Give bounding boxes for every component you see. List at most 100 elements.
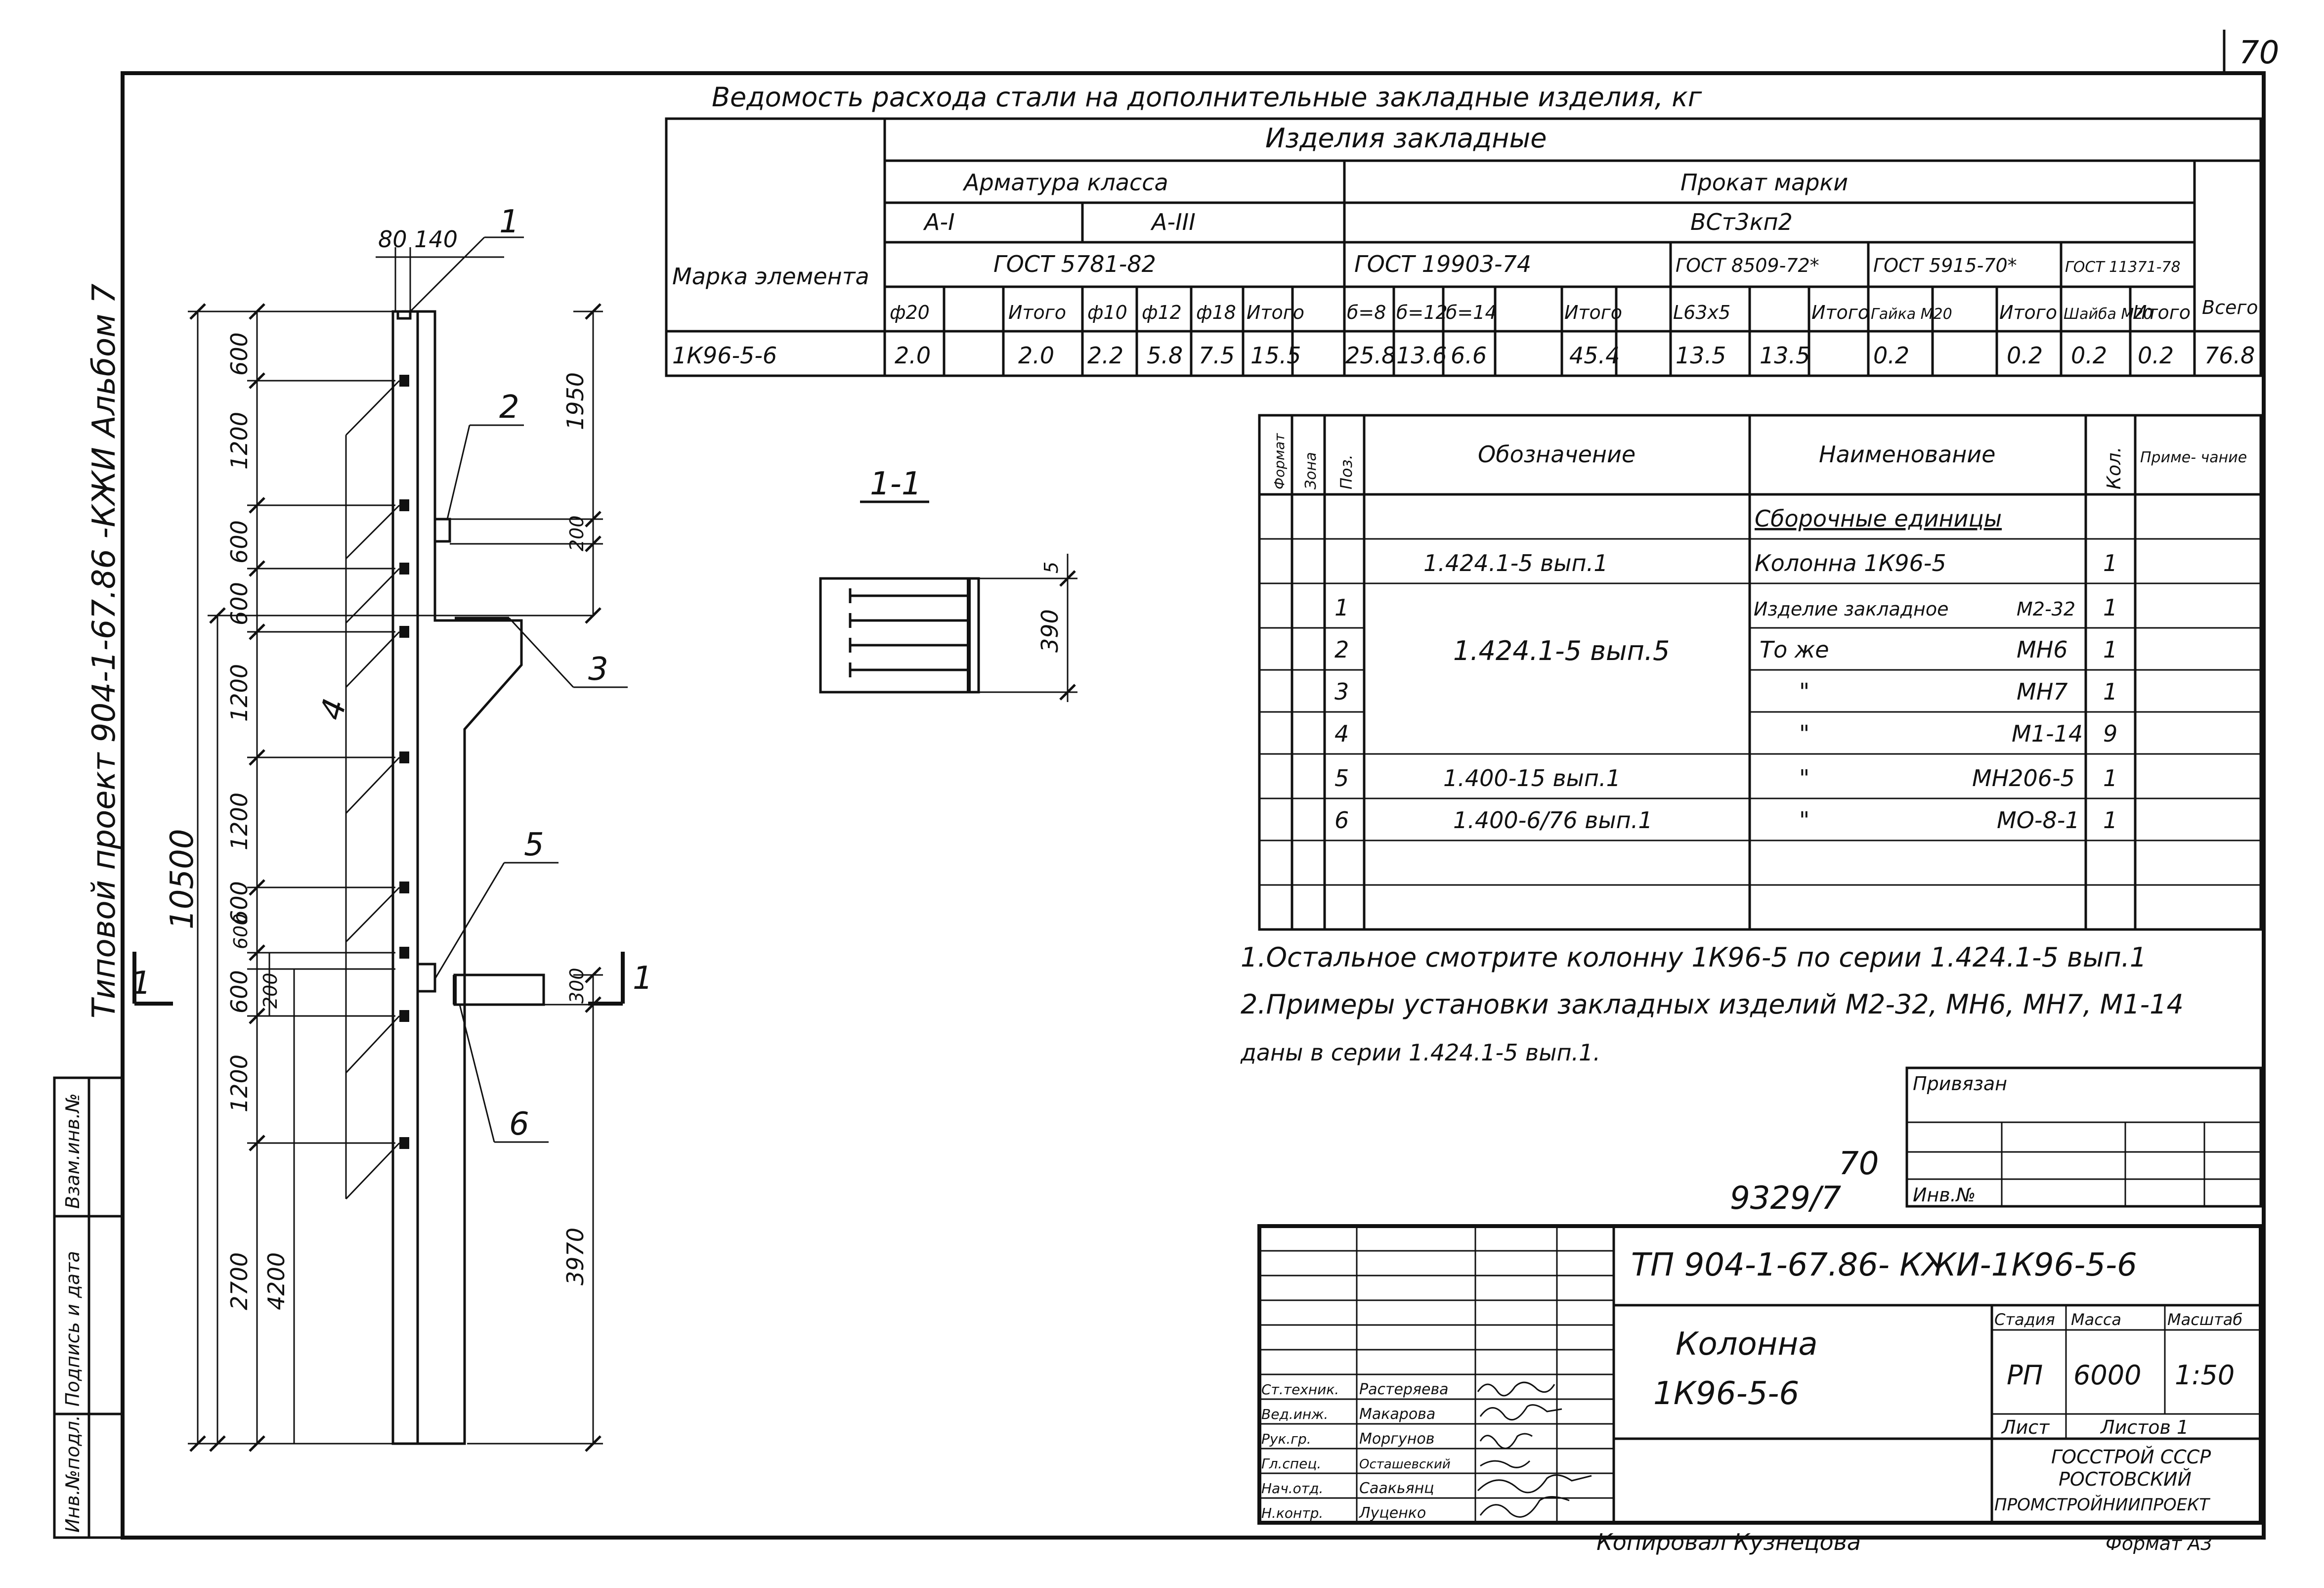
- row-val-14: 13.5: [1760, 342, 1810, 369]
- spec-r5-name: ": [1799, 765, 1809, 792]
- spec-r0-qty: 1: [2103, 550, 2117, 576]
- tb-role-4: Нач.отд.: [1261, 1480, 1323, 1497]
- spec-r3-name: ": [1799, 678, 1809, 705]
- embedded-plates: [399, 375, 409, 1149]
- sub-h-2: Итого: [1008, 302, 1066, 323]
- binding-label: Привязан: [1913, 1073, 2007, 1095]
- steel-class-a3: А-III: [1150, 209, 1196, 235]
- tb-role-5: Н.контр.: [1261, 1505, 1323, 1521]
- spec-r4-qty: 9: [2103, 720, 2117, 747]
- tb-person-4: Саакьянц: [1359, 1480, 1434, 1497]
- dim-left-8: 600: [226, 970, 253, 1014]
- callouts: 1 2 3 4 5 6: [313, 204, 628, 1143]
- steel-rolled-grade: ВСт3кп2: [1690, 209, 1793, 235]
- steel-table-cols: [943, 287, 2132, 376]
- tb-mass: 6000: [2073, 1360, 2141, 1391]
- tb-people: Ст.техник. Растеряева Вед.инж. Макарова …: [1261, 1381, 1451, 1522]
- sub-h-12: L63x5: [1673, 302, 1730, 323]
- steel-sub-headers: ф20 Итого ф10 ф12 ф18 Итого б=8 б=12 б=1…: [890, 302, 2191, 323]
- tb-sheet-label: Лист: [2001, 1416, 2050, 1438]
- spec-h-name: Наименование: [1819, 441, 1995, 468]
- spec-r5-qty: 1: [2103, 765, 2117, 792]
- row-val-11: 45.4: [1569, 342, 1620, 369]
- tb-role-2: Рук.гр.: [1261, 1431, 1311, 1447]
- dim-top: 80 140: [378, 226, 458, 253]
- tb-name-2: 1К96-5-6: [1653, 1375, 1799, 1412]
- steel-gost-1: ГОСТ 19903-74: [1354, 251, 1531, 277]
- sheet-format: Формат А3: [2106, 1533, 2212, 1554]
- section-mark-right: 1: [633, 960, 653, 997]
- sub-h-7: б=8: [1347, 302, 1386, 323]
- signatures: [1477, 1381, 1592, 1518]
- sub-h-4: ф12: [1142, 302, 1182, 323]
- spec-r2-pos: 2: [1334, 636, 1349, 663]
- sheet-number-mid: 70: [1839, 1146, 1879, 1182]
- sub-h-14: Итого: [1811, 302, 1869, 323]
- dim-chain-right: [450, 303, 603, 1452]
- spec-r2-mark: МН6: [2017, 636, 2068, 663]
- dim-3970: 3970: [562, 1228, 589, 1285]
- row-val-18: 0.2: [2071, 342, 2107, 369]
- row-val-5: 7.5: [1199, 342, 1235, 369]
- dim-left-2: 600: [226, 520, 253, 564]
- dim-5: 5: [1040, 562, 1062, 573]
- spec-h-note: Приме- чание: [2140, 449, 2247, 466]
- spec-r5-mark: МН206-5: [1972, 765, 2075, 792]
- sub-h-8: б=12: [1396, 302, 1448, 323]
- row-val-6: 15.5: [1250, 342, 1301, 369]
- spec-h-format: Формат: [1271, 433, 1288, 489]
- dim-left-0: 600: [226, 332, 253, 376]
- title-block: ТП 904-1-67.86- КЖИ-1К96-5-6 Колонна 1К9…: [1257, 1224, 2263, 1525]
- row-val-3: 2.2: [1087, 342, 1123, 369]
- dim-300: 300: [566, 968, 588, 1004]
- steel-table-title: Ведомость расхода стали на дополнительны…: [712, 82, 1702, 113]
- tb-person-3: Осташевский: [1359, 1457, 1451, 1472]
- spec-r4-name: ": [1799, 720, 1809, 747]
- dim-left-6: 600: [226, 881, 253, 925]
- tb-stage: РП: [2007, 1360, 2043, 1391]
- steel-class-a1: А-I: [923, 209, 955, 235]
- side-title: Типовой проект 904-1-67.86 -КЖИ Альбом 7: [86, 283, 123, 1018]
- dim-200: 200: [259, 972, 281, 1009]
- tb-person-2: Моргунов: [1359, 1430, 1434, 1448]
- m1-14-leaders: [345, 380, 400, 1200]
- tb-code: ТП 904-1-67.86- КЖИ-1К96-5-6: [1631, 1247, 2137, 1283]
- note-1: 1.Остальное смотрите колонну 1К96-5 по с…: [1241, 942, 2147, 973]
- dim-total: 10500: [164, 829, 201, 929]
- dim-390: 390: [1036, 609, 1063, 653]
- spec-r6-name: ": [1799, 807, 1809, 834]
- plate-mo-8: [453, 973, 545, 1006]
- steel-row-header: Марка элемента: [672, 263, 869, 290]
- tb-person-1: Макарова: [1359, 1406, 1435, 1423]
- row-mark: 1К96-5-6: [672, 342, 777, 369]
- plate-mh6: [433, 518, 451, 543]
- note-3: даны в серии 1.424.1-5 вып.1.: [1240, 1039, 1600, 1066]
- dim-chain-left: [188, 303, 593, 1452]
- column-upper-part: [393, 310, 523, 1445]
- steel-total-header: Всего: [2202, 297, 2258, 318]
- tb-scale-label: Масштаб: [2167, 1310, 2242, 1329]
- tb-name-1: Колонна: [1676, 1326, 1818, 1363]
- steel-group-header: Изделия закладные: [1265, 123, 1547, 154]
- callout-3: 3: [588, 651, 608, 688]
- sub-h-5: ф18: [1196, 302, 1236, 323]
- spec-r6-qty: 1: [2103, 807, 2117, 834]
- row-val-0: 2.0: [895, 342, 931, 369]
- row-val-19: 0.2: [2138, 342, 2174, 369]
- section-outline: [819, 577, 980, 694]
- row-val-12: 13.5: [1676, 342, 1726, 369]
- sub-h-3: ф10: [1087, 302, 1127, 323]
- row-val-8: 13.6: [1396, 342, 1447, 369]
- spec-r5-designation: 1.400-15 вып.1: [1443, 765, 1621, 792]
- section-anchors: [849, 588, 969, 677]
- callout-4: 4: [313, 695, 354, 724]
- spec-r1-qty: 1: [2103, 594, 2117, 621]
- dim-left-5: 1200: [226, 793, 253, 850]
- column-elevation: 600 1200 600 600 1200 1200 600 600 600 1…: [131, 204, 653, 1452]
- dim-200b: 200: [566, 515, 588, 551]
- inventory-code: 9329/7: [1730, 1180, 1841, 1217]
- steel-gost-3: ГОСТ 5915-70*: [1873, 255, 2017, 276]
- tb-org-1: ГОССТРОЙ СССР: [2051, 1446, 2211, 1468]
- left-stamp: Инв.№подл. Подпись и дата Взам.инв.№: [53, 1076, 124, 1539]
- spec-r2-qty: 1: [2103, 636, 2117, 663]
